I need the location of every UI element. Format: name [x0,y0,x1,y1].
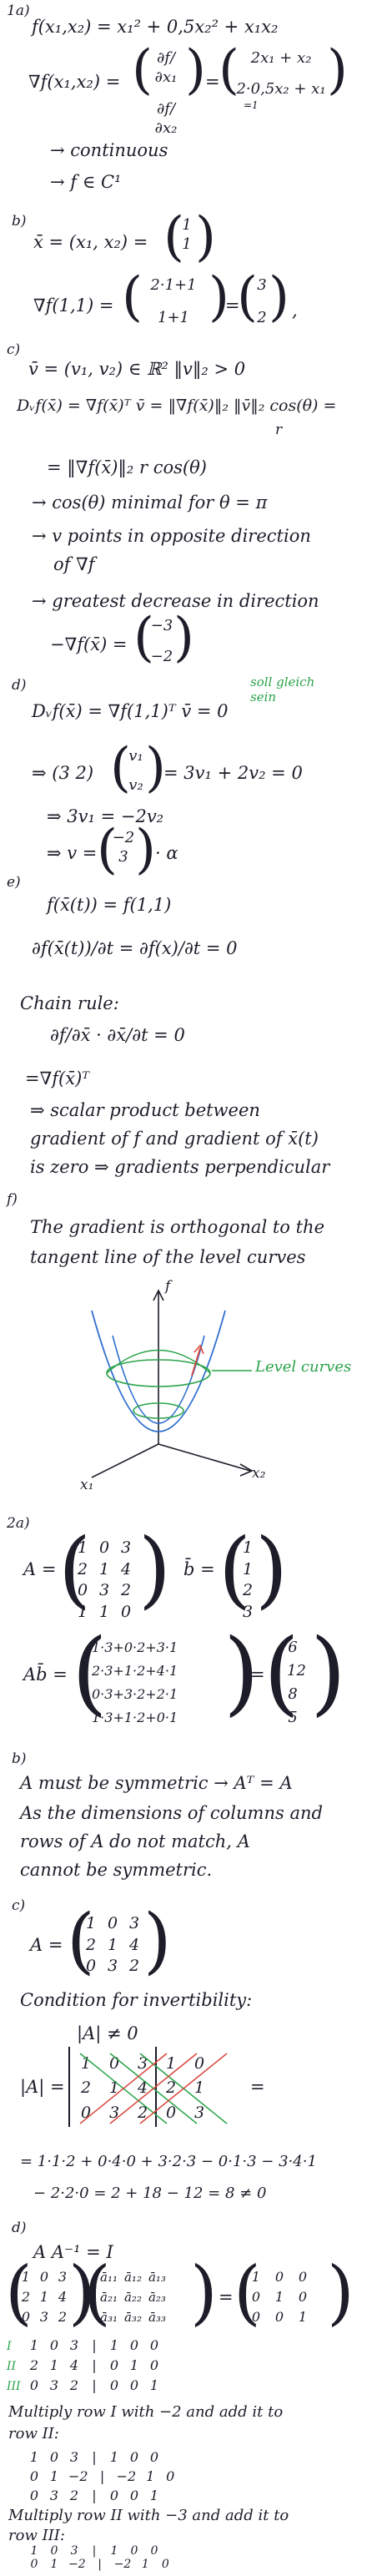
orthogonal-statement-2: tangent line of the level curves [30,1247,306,1267]
chain-rule-product: ∂f/∂x̄ · ∂x̄/∂t = 0 [50,1025,185,1045]
level-curve-condition: f(x̄(t)) = f(1,1) [47,895,172,915]
scalar-product-1: ⇒ scalar product between [30,1100,260,1120]
green-note: soll gleich sein [250,674,315,705]
relation-v1-v2: ⇒ 3v₁ = −2v₂ [47,806,164,826]
step-2-line-1: Multiply row II with −3 and add it to [8,2507,289,2524]
scalar-product-3: is zero ⇒ gradients perpendicular [30,1157,330,1177]
cos-minimal: → cos(θ) minimal for θ = π [32,492,268,513]
level-curves-label: Level curves [255,1358,352,1376]
matrix-A3-lhs: A = [30,1935,63,1955]
vector-b: 1 1 2 3 [242,1538,254,1621]
neg-gradient-lhs: −∇f(x̄) = [50,634,128,654]
label-1f: f) [7,1191,18,1208]
time-derivative: ∂f(x̄(t))/∂t = ∂f(x)/∂t = 0 [32,938,238,958]
symmetric-line-1: A must be symmetric → Aᵀ = A [20,1773,293,1793]
step-2-line-2: row III: [8,2527,65,2544]
product-Ab-lhs: Ab̄ = [23,1664,68,1685]
row-labels: I II III [7,2340,21,2393]
gradient-at-point-calc: 2·1+1 1+1 [150,276,197,327]
label-1c: c) [7,341,21,358]
symmetric-line-3: rows of A do not match, A [20,1831,250,1851]
sarrus-diagonals [79,2053,228,2124]
symmetric-line-2: As the dimensions of columns and [20,1803,323,1823]
product-Ab-result: 6 12 8 5 [287,1639,306,1726]
direction-vector-def: v̄ = (v₁, v₂) ∈ ℝ² ‖v‖₂ > 0 [28,359,246,379]
gradient-at-point-value: 3 2 [257,276,267,327]
neg-gradient-vector: −3 −2 [150,617,173,666]
det-lhs: |A| = [20,2077,65,2097]
vector-b-lhs: b̄ = [183,1559,215,1579]
point-x-lhs: x̄ = (x₁, x₂) = [33,232,148,252]
step-1-line-2: row II: [8,2425,59,2442]
axis-x2-label: x₂ [252,1465,266,1482]
label-2c: c) [12,1897,26,1914]
gradient-at-point-lhs: ∇f(1,1) = [33,295,114,316]
orthogonal-statement-1: The gradient is orthogonal to the [30,1217,324,1237]
scalar-product-2: gradient of f and gradient of x̄(t) [30,1129,319,1149]
zero-directional-derivative: Dᵥf(x̄) = ∇f(1,1)ᵀ v̄ = 0 [32,701,229,721]
product-Ab-calc: 1·3+0·2+3·1 2·3+1·2+4·1 0·3+3·2+2·1 1·3+… [92,1639,178,1725]
axis-f-label: f [165,1278,171,1295]
gradient-partials: ∂f/∂x₁ ∂f/∂x₂ [154,49,178,138]
label-1a: 1a) [7,3,30,19]
gradient-result: 2x₁ + x₂ 2·0,5x₂ + x₁ =1 [236,49,326,111]
cos-form: = ‖∇f(x̄)‖₂ r cos(θ) [47,457,207,477]
gradient-transpose: =∇f(x̄)ᵀ [25,1068,90,1088]
directional-derivative: Dᵥf(x̄) = ∇f(x̄)ᵀ v̄ = ‖∇f(x̄)‖₂ ‖v̄‖₂ c… [17,397,337,415]
invertibility-heading: Condition for invertibility: [20,1990,253,2010]
chain-rule-heading: Chain rule: [20,993,119,1013]
axis-x1-label: x₁ [80,1477,94,1493]
row-vector-product: ⇒ (3 2) [32,763,94,783]
det-expansion-2: − 2·2·0 = 2 + 18 − 12 = 8 ≠ 0 [33,2185,267,2202]
continuity-line: → continuous [50,140,168,160]
label-2b: b) [12,1750,27,1767]
label-2d: d) [12,2220,27,2236]
point-x-vector: 1 1 [182,216,192,254]
opposite-direction: → v points in opposite direction [32,526,311,546]
function-definition: f(x₁,x₂) = x₁² + 0,5x₂² + x₁x₂ [32,17,279,37]
det-nonzero: |A| ≠ 0 [77,2023,138,2043]
inverse-equation: A A⁻¹ = I [33,2242,113,2262]
v-solution-lhs: ⇒ v = [47,843,98,863]
label-1b: b) [12,213,27,230]
greatest-decrease: → greatest decrease in direction [32,591,319,611]
label-2a: 2a) [7,1515,30,1532]
level-curves-sketch [91,1289,254,1478]
label-1e: e) [7,874,21,891]
symmetric-line-4: cannot be symmetric. [20,1860,213,1880]
det-expansion-1: = 1·1·2 + 0·4·0 + 3·2·3 − 0·1·3 − 3·4·1 [20,2153,317,2170]
gradient-lhs: ∇f(x₁,x₂) = [28,72,121,92]
step-1-line-1: Multiply row I with −2 and add it to [8,2403,284,2421]
label-1d: d) [12,677,27,694]
of-gradient: of ∇f [53,554,95,574]
matrix-A-lhs: A = [23,1559,57,1579]
c1-class-line: → f ∈ C¹ [50,172,122,192]
